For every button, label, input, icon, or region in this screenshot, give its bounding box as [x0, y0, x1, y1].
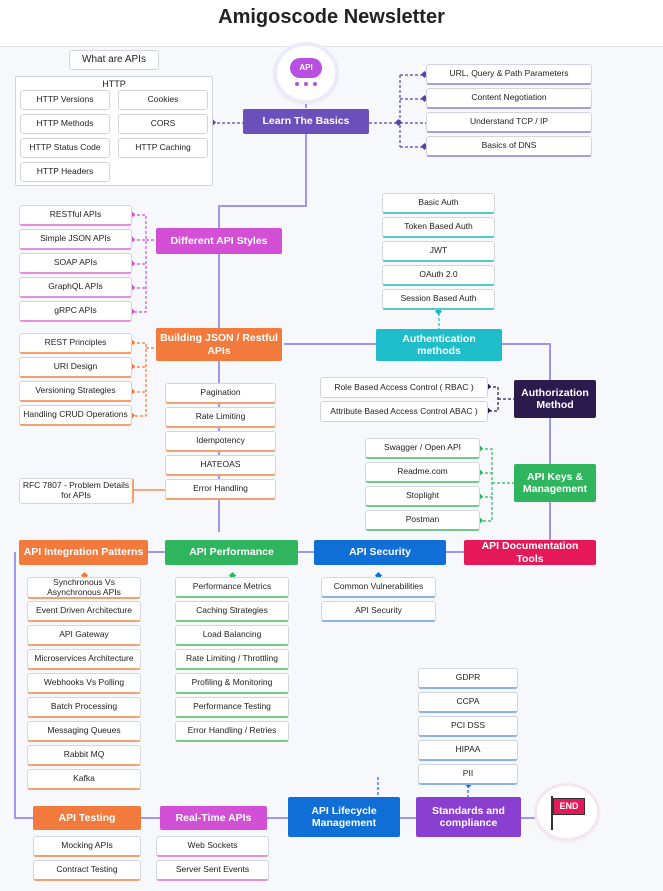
gdpr-box[interactable]: GDPR [418, 668, 518, 689]
end-flag-icon: END [553, 798, 585, 815]
crud-operations-box[interactable]: Handling CRUD Operations [19, 405, 132, 426]
batch-processing-box[interactable]: Batch Processing [27, 697, 141, 718]
api-security-topic[interactable]: API Security [314, 540, 446, 565]
server-sent-events-box[interactable]: Server Sent Events [156, 860, 269, 881]
rbac-box[interactable]: Role Based Access Control ( RBAC ) [320, 377, 488, 398]
end-badge: END [537, 786, 597, 838]
grpc-apis-box[interactable]: gRPC APIs [19, 301, 132, 322]
dns-box[interactable]: Basics of DNS [426, 136, 592, 157]
soap-apis-box[interactable]: SOAP APIs [19, 253, 132, 274]
web-sockets-box[interactable]: Web Sockets [156, 836, 269, 857]
kafka-box[interactable]: Kafka [27, 769, 141, 790]
building-json-topic[interactable]: Building JSON / Restful APIs [156, 328, 282, 361]
idempotency-box[interactable]: Idempotency [165, 431, 276, 452]
api-gateway-box[interactable]: API Gateway [27, 625, 141, 646]
rest-principles-box[interactable]: REST Principles [19, 333, 132, 354]
sync-async-box[interactable]: Synchronous Vs Asynchronous APIs [27, 577, 141, 599]
readme-box[interactable]: Readme.com [365, 462, 480, 483]
uri-design-box[interactable]: URI Design [19, 357, 132, 378]
authorization-method-topic[interactable]: Authorization Method [514, 380, 596, 418]
rfc-7807-box[interactable]: RFC 7807 - Problem Details for APIs [19, 478, 134, 504]
microservices-box[interactable]: Microservices Architecture [27, 649, 141, 670]
standards-compliance-topic[interactable]: Standards and compliance [416, 797, 521, 837]
contract-testing-box[interactable]: Contract Testing [33, 860, 141, 881]
event-driven-box[interactable]: Event Driven Architecture [27, 601, 141, 622]
api-testing-topic[interactable]: API Testing [33, 806, 141, 830]
different-api-styles-topic[interactable]: Different API Styles [156, 228, 282, 254]
cors-box[interactable]: CORS [118, 114, 208, 134]
rate-limiting-throttling-box[interactable]: Rate Limiting / Throttling [175, 649, 289, 670]
basic-auth-box[interactable]: Basic Auth [382, 193, 495, 214]
hateoas-box[interactable]: HATEOAS [165, 455, 276, 476]
restful-apis-box[interactable]: RESTful APIs [19, 205, 132, 226]
simple-json-apis-box[interactable]: Simple JSON APIs [19, 229, 132, 250]
profiling-monitoring-box[interactable]: Profiling & Monitoring [175, 673, 289, 694]
cloud-icon: API [290, 58, 322, 78]
http-group-label: HTTP [102, 79, 126, 89]
error-handling-retries-box[interactable]: Error Handling / Retries [175, 721, 289, 742]
rate-limiting-box[interactable]: Rate Limiting [165, 407, 276, 428]
authentication-methods-topic[interactable]: Authentication methods [376, 329, 502, 361]
api-documentation-tools-topic[interactable]: API Documentation Tools [464, 540, 596, 565]
swagger-box[interactable]: Swagger / Open API [365, 438, 480, 459]
network-icon [295, 82, 317, 86]
pagination-box[interactable]: Pagination [165, 383, 276, 404]
tcp-ip-box[interactable]: Understand TCP / IP [426, 112, 592, 133]
messaging-queues-box[interactable]: Messaging Queues [27, 721, 141, 742]
content-negotiation-box[interactable]: Content Negotiation [426, 88, 592, 109]
learn-the-basics-topic[interactable]: Learn The Basics [243, 109, 369, 134]
real-time-apis-topic[interactable]: Real-Time APIs [160, 806, 267, 830]
http-headers-box[interactable]: HTTP Headers [20, 162, 110, 182]
http-status-code-box[interactable]: HTTP Status Code [20, 138, 110, 158]
api-lifecycle-topic[interactable]: API Lifecycle Management [288, 797, 400, 837]
postman-box[interactable]: Postman [365, 510, 480, 531]
http-versions-box[interactable]: HTTP Versions [20, 90, 110, 110]
rabbit-mq-box[interactable]: Rabbit MQ [27, 745, 141, 766]
header-bar: Amigoscode Newsletter [0, 0, 663, 47]
what-are-apis-box[interactable]: What are APIs [69, 50, 159, 70]
api-integration-patterns-topic[interactable]: API Integration Patterns [19, 540, 148, 565]
token-based-auth-box[interactable]: Token Based Auth [382, 217, 495, 238]
mocking-apis-box[interactable]: Mocking APIs [33, 836, 141, 857]
api-security-box[interactable]: API Security [321, 601, 436, 622]
error-handling-box[interactable]: Error Handling [165, 479, 276, 500]
cookies-box[interactable]: Cookies [118, 90, 208, 110]
page-title: Amigoscode Newsletter [218, 6, 445, 28]
jwt-box[interactable]: JWT [382, 241, 495, 262]
performance-testing-box[interactable]: Performance Testing [175, 697, 289, 718]
performance-metrics-box[interactable]: Performance Metrics [175, 577, 289, 598]
abac-box[interactable]: Attribute Based Access Control ABAC ) [320, 401, 488, 422]
http-methods-box[interactable]: HTTP Methods [20, 114, 110, 134]
stoplight-box[interactable]: Stoplight [365, 486, 480, 507]
url-query-path-box[interactable]: URL, Query & Path Parameters [426, 64, 592, 85]
versioning-box[interactable]: Versioning Strategies [19, 381, 132, 402]
api-logo: API [277, 46, 335, 100]
load-balancing-box[interactable]: Load Balancing [175, 625, 289, 646]
caching-strategies-box[interactable]: Caching Strategies [175, 601, 289, 622]
pii-box[interactable]: PII [418, 764, 518, 785]
session-auth-box[interactable]: Session Based Auth [382, 289, 495, 310]
common-vulnerabilities-box[interactable]: Common Vulnerabilities [321, 577, 436, 598]
oauth-box[interactable]: OAuth 2.0 [382, 265, 495, 286]
http-caching-box[interactable]: HTTP Caching [118, 138, 208, 158]
api-keys-topic[interactable]: API Keys & Management [514, 464, 596, 502]
flag-pole [551, 796, 553, 830]
ccpa-box[interactable]: CCPA [418, 692, 518, 713]
api-performance-topic[interactable]: API Performance [165, 540, 298, 565]
hipaa-box[interactable]: HIPAA [418, 740, 518, 761]
graphql-apis-box[interactable]: GraphQL APIs [19, 277, 132, 298]
pci-dss-box[interactable]: PCI DSS [418, 716, 518, 737]
webhooks-box[interactable]: Webhooks Vs Polling [27, 673, 141, 694]
